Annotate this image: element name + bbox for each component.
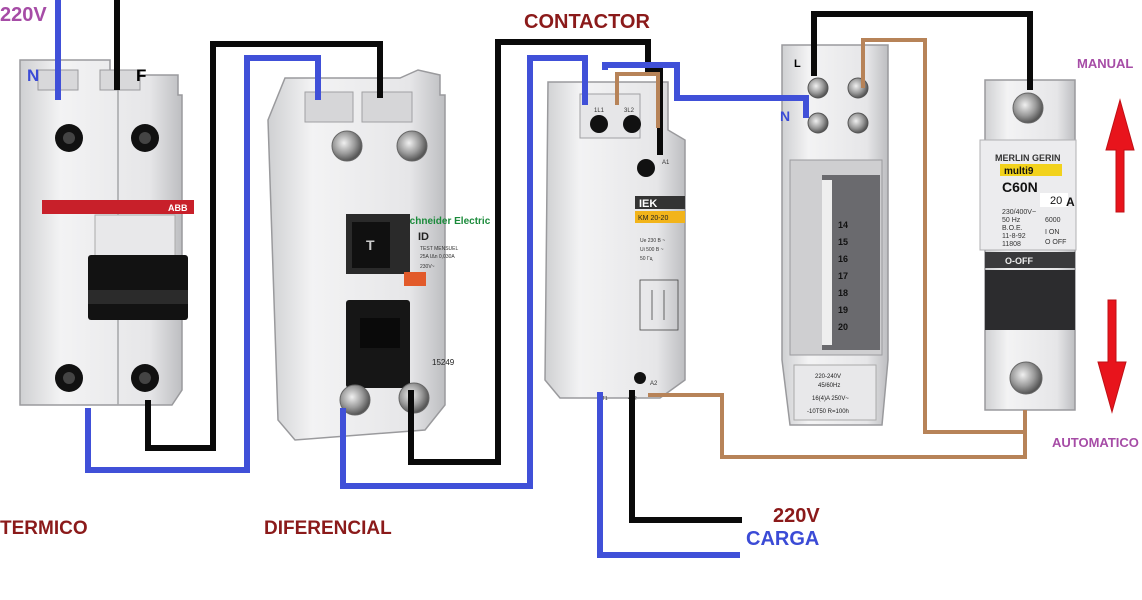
rcd-brand: Schneider Electric xyxy=(403,216,491,227)
timer-spec-3: 16(4)A 250V~ xyxy=(812,396,849,402)
rcd-model: ID xyxy=(418,231,429,243)
time-switch: 14 15 16 17 18 19 20 220-240V 45/60Hz 16… xyxy=(781,44,889,426)
timer-dial-20: 20 xyxy=(838,322,848,332)
black-wires xyxy=(114,0,1033,523)
rcd-test: TEST MENSUEL xyxy=(420,246,458,252)
timer-dial-17: 17 xyxy=(838,271,848,281)
mcb-spec-right-1: 6000 xyxy=(1045,217,1061,224)
thermal-breaker: ABB xyxy=(19,59,194,406)
neutral-label: N xyxy=(27,66,40,85)
bottom-voltage-label: 220V xyxy=(773,505,820,527)
timer-dial-18: 18 xyxy=(838,288,848,298)
timer-spec-2: 45/60Hz xyxy=(818,383,840,389)
breaker-brand: ABB xyxy=(168,203,188,213)
timer-dial-16: 16 xyxy=(838,254,848,264)
rcd-code: 15249 xyxy=(432,358,455,367)
timer-spec-1: 220-240V xyxy=(815,374,841,380)
timer-n-label: N xyxy=(780,108,791,124)
mcb-spec-2: 50 Hz xyxy=(1002,217,1021,224)
mcb-model: C60N xyxy=(1002,179,1038,195)
timer-spec-4: -10T50 R=100h xyxy=(807,409,849,415)
contactor-terminal-1l1: 1L1 xyxy=(594,108,605,114)
mcb-state: O-OFF xyxy=(1005,256,1033,266)
contactor-a1: A1 xyxy=(662,160,670,166)
contactor-terminal-2t1: 2T1 xyxy=(599,396,608,402)
contactor-spec-3: 50 Гц xyxy=(640,256,653,262)
mcb-spec-5: 11808 xyxy=(1002,241,1021,248)
mcb-rating-unit: A xyxy=(1066,195,1075,209)
brown-wires xyxy=(615,38,1027,459)
mcb-spec-3: B.O.E. xyxy=(1002,225,1023,232)
mcb-spec-right-2: I ON xyxy=(1045,229,1059,236)
mcb-rating-value: 20 xyxy=(1050,195,1062,207)
contactor-title: CONTACTOR xyxy=(524,11,650,33)
miniature-circuit-breaker: MERLIN GERIN multi9 C60N 20 A 230/400V~ … xyxy=(979,79,1077,411)
termico-label: TERMICO xyxy=(0,518,88,539)
contactor-device: 1L1 3L2 A1 IEK KM 20-20 Ue 230 B ~ Ui 50… xyxy=(544,81,686,402)
contactor-model: KM 20-20 xyxy=(638,215,668,222)
arrow-down-icon xyxy=(1097,299,1127,414)
mcb-spec-right-3: O OFF xyxy=(1045,239,1066,246)
contactor-spec-1: Ue 230 B ~ xyxy=(640,238,665,244)
rcd-voltage: 230V~ xyxy=(420,264,435,270)
rcd-rating: 25A IΔn 0,030A xyxy=(420,254,455,260)
top-voltage-label: 220V xyxy=(0,4,47,26)
mcb-brand: MERLIN GERIN xyxy=(995,153,1061,163)
mcb-series: multi9 xyxy=(1004,166,1034,177)
contactor-terminal-3l2: 3L2 xyxy=(624,108,635,114)
timer-dial-14: 14 xyxy=(838,220,848,230)
arrow-up-icon xyxy=(1105,98,1135,213)
svg-text:T: T xyxy=(366,237,375,253)
timer-dial-15: 15 xyxy=(838,237,848,247)
contactor-brand: IEK xyxy=(639,198,657,210)
timer-dial-19: 19 xyxy=(838,305,848,315)
mcb-spec-1: 230/400V~ xyxy=(1002,209,1036,216)
contactor-a2: A2 xyxy=(650,381,658,387)
blue-wires xyxy=(55,0,809,558)
automatic-label: AUTOMATICO xyxy=(1052,435,1139,450)
timer-l-label: L xyxy=(794,58,801,70)
phase-label: F xyxy=(136,66,147,85)
residual-current-device: Schneider Electric T ID TEST MENSUEL 25A… xyxy=(267,69,491,441)
contactor-spec-2: Ui 500 B ~ xyxy=(640,247,664,253)
carga-label: CARGA xyxy=(746,528,820,550)
diferencial-label: DIFERENCIAL xyxy=(264,518,392,539)
manual-label: MANUAL xyxy=(1077,56,1134,71)
mcb-spec-4: 11-8-92 xyxy=(1002,233,1026,240)
